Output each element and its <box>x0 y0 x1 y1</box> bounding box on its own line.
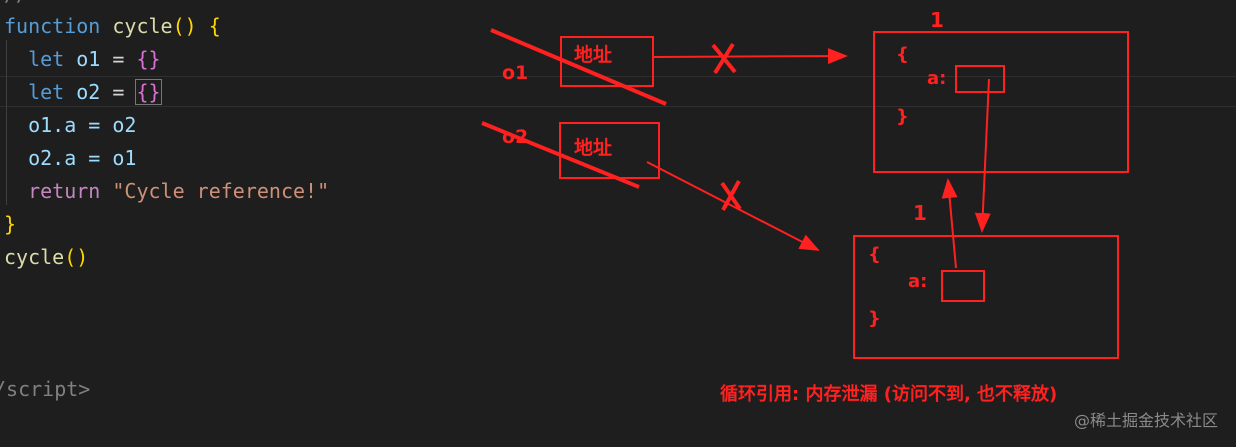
script-close-tag: /script> <box>0 377 91 401</box>
var-o2: o2 <box>76 80 101 104</box>
obj2-open-brace: { <box>868 244 881 265</box>
code-line-4: o1.a = o2 <box>4 109 136 141</box>
keyword-return: return <box>28 179 101 203</box>
heap-object-1-slot-a <box>955 65 1005 93</box>
code-line-6: return "Cycle reference!" <box>4 175 329 207</box>
code-line-2: let o1 = {} <box>4 43 161 75</box>
code-line-5: o2.a = o1 <box>4 142 136 174</box>
arrow-o1-to-obj1 <box>652 48 848 65</box>
obj2-prop-a: a: <box>908 271 928 292</box>
strike-o1 <box>490 28 667 106</box>
heap-object-2 <box>853 235 1119 359</box>
cross-mark-2b <box>721 180 741 211</box>
code-line-8: cycle() <box>4 241 88 273</box>
code-line-3: let o2 = {} <box>4 76 162 108</box>
heap-object-1 <box>873 31 1129 173</box>
keyword-let: let <box>28 47 65 71</box>
object-literal: {} <box>136 47 161 71</box>
call-name: cycle <box>4 245 65 269</box>
assign-o1-a: o1.a = o2 <box>28 113 137 137</box>
call-parens: () <box>64 245 89 269</box>
keyword-let: let <box>28 80 65 104</box>
obj2-close-brace: } <box>868 308 881 329</box>
code-line-7: } <box>4 212 17 236</box>
arrow-obj2-a-to-obj1 <box>941 178 958 269</box>
cross-mark-1b <box>713 42 735 75</box>
equals: = <box>100 80 137 104</box>
ref-count-obj2: 1 <box>913 201 927 225</box>
arrow-obj1-a-to-obj2 <box>974 78 991 233</box>
keyword-function: function <box>4 14 101 38</box>
arrow-o2-to-obj2 <box>646 161 820 251</box>
var-label-o1: o1 <box>502 62 529 84</box>
heap-object-2-slot-a <box>941 270 985 302</box>
strike-o2 <box>481 121 640 189</box>
diagram-caption: 循环引用: 内存泄漏 (访问不到, 也不释放) <box>720 384 1058 405</box>
address-label-1: 地址 <box>574 44 613 66</box>
current-line-highlight-bottom <box>0 106 1236 107</box>
obj1-close-brace: } <box>896 106 909 127</box>
equals: = <box>100 47 137 71</box>
return-string: "Cycle reference!" <box>112 179 330 203</box>
indent-guide <box>6 40 7 205</box>
watermark: @稀土掘金技术社区 <box>1073 411 1218 430</box>
address-box-o2 <box>559 122 660 179</box>
code-line-1: function cycle() { <box>4 10 221 42</box>
var-label-o2: o2 <box>502 126 529 148</box>
current-line-highlight-top <box>0 76 1236 77</box>
obj1-open-brace: { <box>896 44 909 65</box>
comment-line: // <box>4 0 28 10</box>
open-brace: { <box>208 14 221 38</box>
paren: () <box>172 14 197 38</box>
assign-o2-a: o2.a = o1 <box>28 146 137 170</box>
object-literal-selected: {} <box>135 79 162 105</box>
obj1-prop-a: a: <box>927 68 947 89</box>
var-o1: o1 <box>76 47 101 71</box>
ref-count-obj1: 1 <box>930 8 944 32</box>
address-label-2: 地址 <box>574 137 613 159</box>
function-name: cycle <box>112 14 173 38</box>
